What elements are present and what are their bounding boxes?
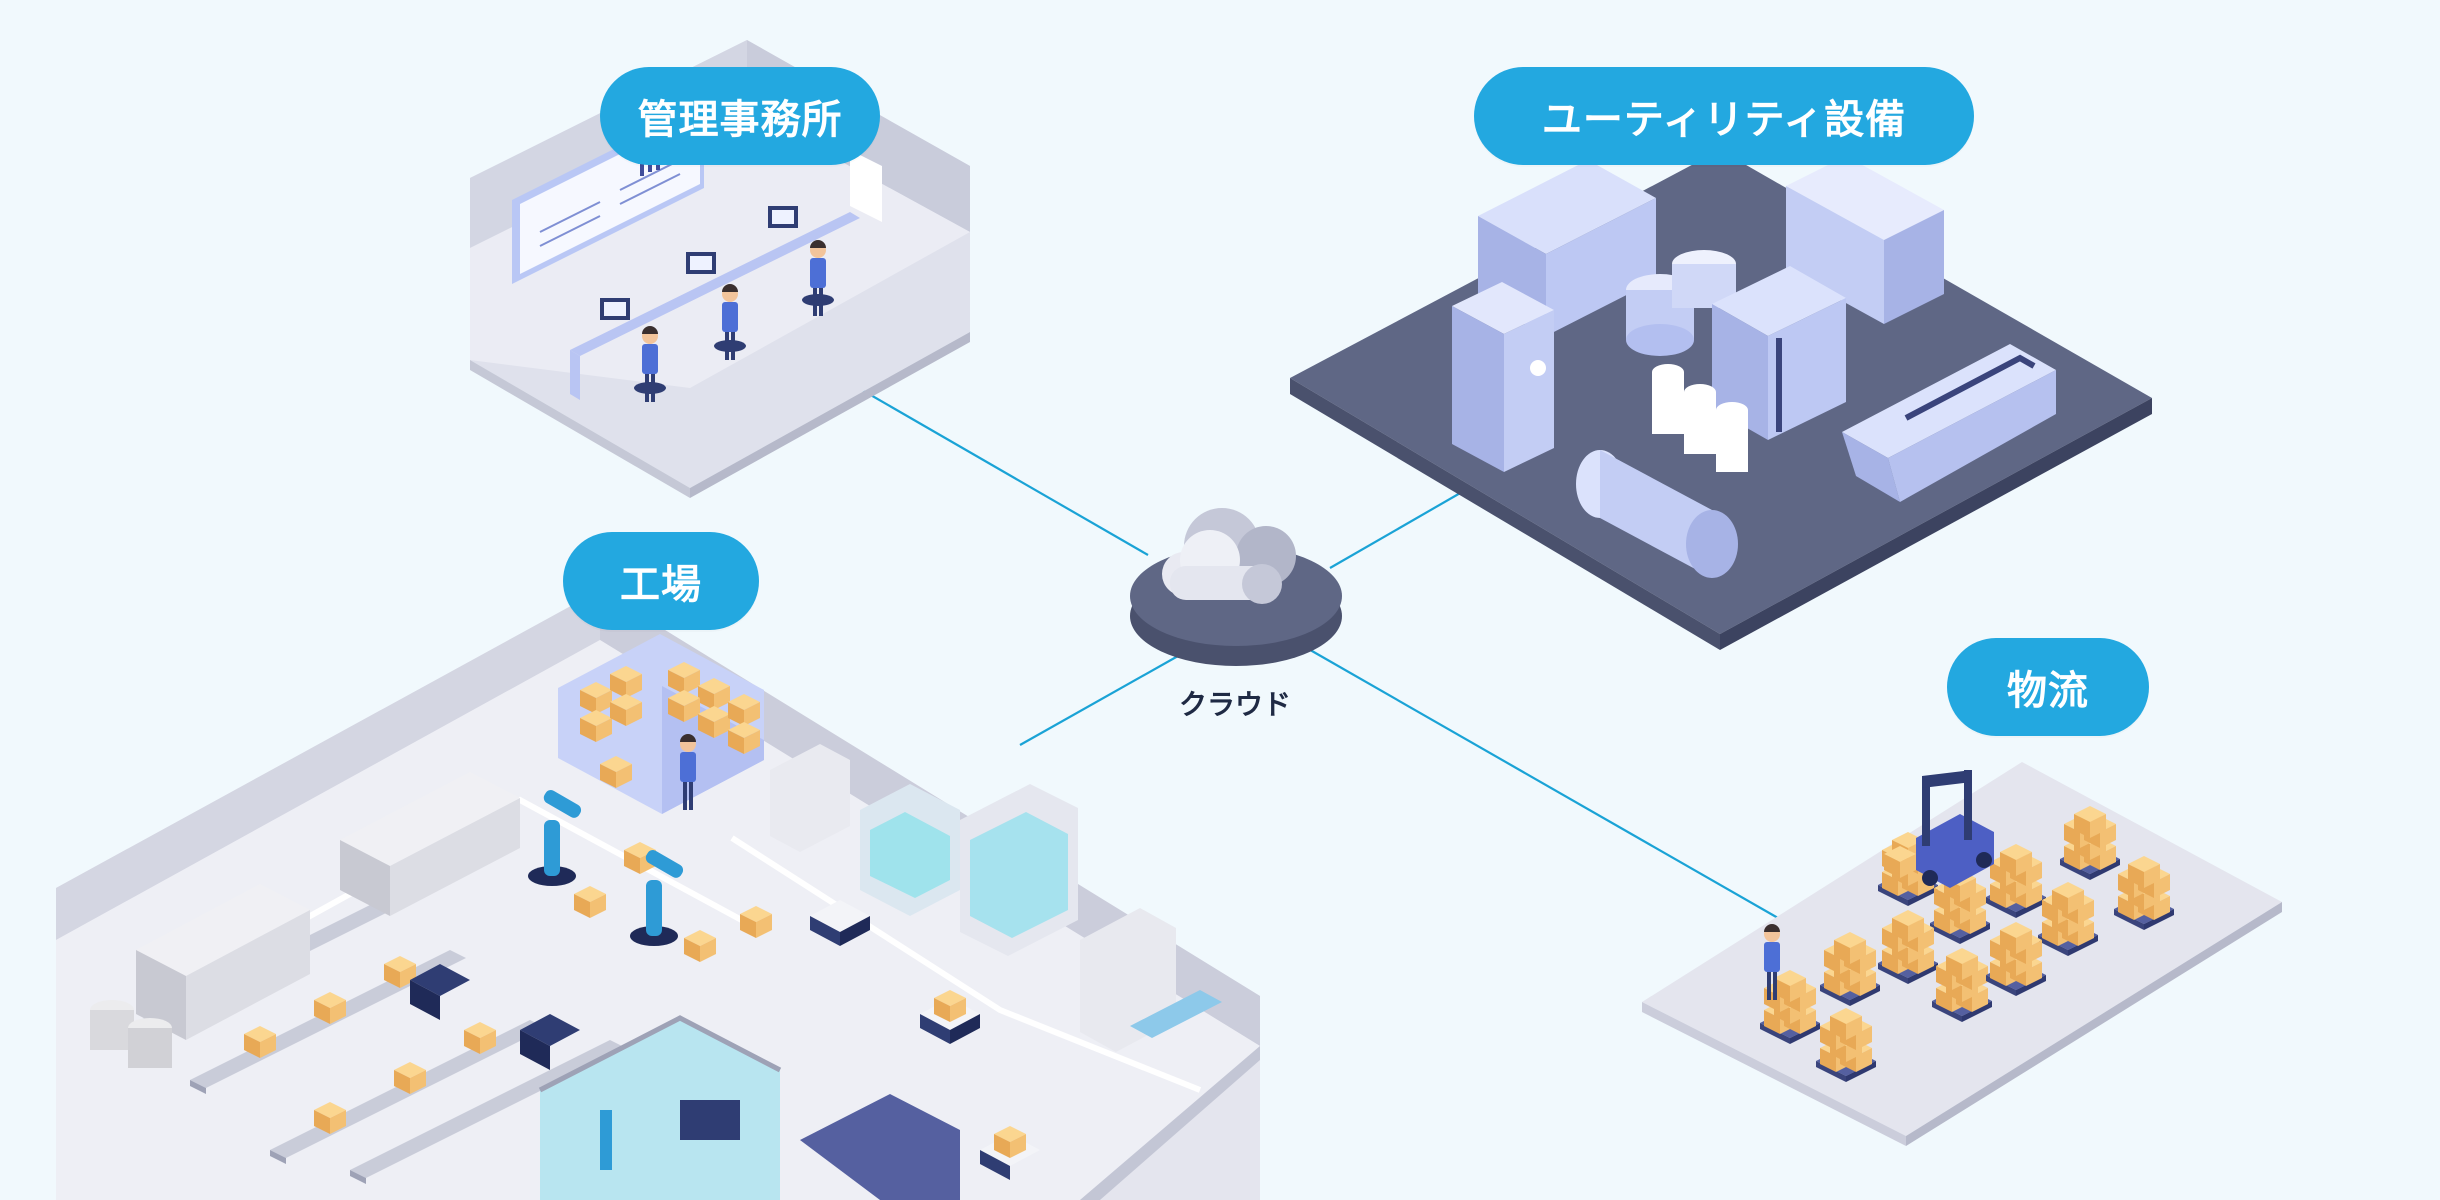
forklift-icon — [1884, 770, 1994, 888]
cloud-icon — [1162, 508, 1296, 604]
logistics-label: 物流 — [1947, 638, 2149, 736]
glass-cell — [538, 1015, 782, 1200]
line-office-cloud — [861, 389, 1149, 556]
factory-area — [56, 590, 1260, 1200]
machine-row-left — [90, 772, 520, 1068]
monitor-icon — [600, 206, 798, 320]
line-factory-cloud — [1019, 655, 1179, 746]
line-utility-cloud — [1329, 491, 1463, 569]
agv-robot — [810, 900, 1040, 1180]
machine-row-right — [770, 744, 1222, 1052]
cloud-node — [1130, 508, 1342, 666]
factory-label: 工場 — [563, 532, 759, 630]
cooling-units — [1842, 344, 2056, 502]
line-logistics-cloud — [1304, 646, 1779, 919]
utility-label: ユーティリティ設備 — [1474, 67, 1974, 165]
logistics-area — [1642, 762, 2282, 1146]
connection-lines — [861, 389, 1779, 919]
office-label: 管理事務所 — [600, 67, 880, 165]
cloud-label: クラウド — [1178, 688, 1291, 721]
horizontal-tank — [1576, 450, 1738, 578]
utility-area — [1290, 150, 2152, 650]
robot-arm-icon — [528, 790, 684, 946]
